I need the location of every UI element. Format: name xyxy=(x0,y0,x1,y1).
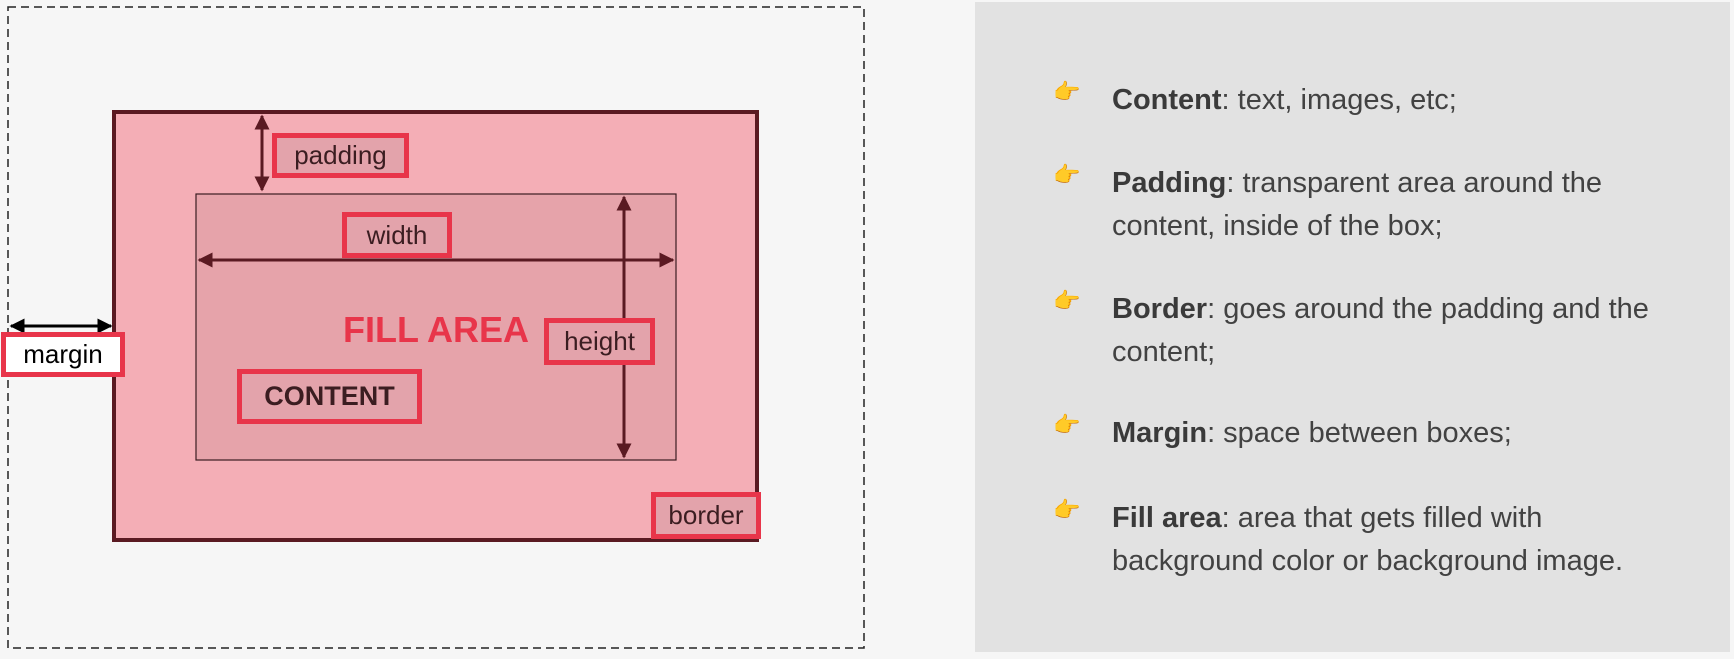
pointing-hand-icon: 👉 xyxy=(1053,413,1081,438)
width-label: width xyxy=(342,212,452,258)
border-label: border xyxy=(651,492,761,539)
definition-description: : space between boxes; xyxy=(1207,417,1512,449)
pointing-hand-icon: 👉 xyxy=(1053,163,1081,188)
definition-description: : goes around the padding and the conten… xyxy=(1112,293,1649,368)
definition-text: Content: text, images, etc; xyxy=(1112,79,1692,122)
definition-text: Margin: space between boxes; xyxy=(1112,412,1692,455)
definition-term: Border xyxy=(1112,293,1208,325)
padding-label: padding xyxy=(272,133,409,178)
definition-text: Border: goes around the padding and the … xyxy=(1112,288,1692,374)
definition-term: Margin xyxy=(1112,417,1208,449)
margin-boundary xyxy=(7,6,865,649)
pointing-hand-icon: 👉 xyxy=(1053,289,1081,314)
definition-term: Padding xyxy=(1112,167,1227,199)
pointing-hand-icon: 👉 xyxy=(1053,498,1081,523)
box-model-diagram: FILL AREA xyxy=(7,6,865,649)
definition-term: Content xyxy=(1112,84,1222,116)
definitions-panel: 👉 Content: text, images, etc; 👉 Padding:… xyxy=(975,2,1730,652)
pointing-hand-icon: 👉 xyxy=(1053,80,1081,105)
definition-description: : area that gets filled with background … xyxy=(1112,502,1624,577)
definition-description: : transparent area around the content, i… xyxy=(1112,167,1603,242)
definition-term: Fill area xyxy=(1112,502,1222,534)
definition-text: Padding: transparent area around the con… xyxy=(1112,162,1692,248)
fill-area-text: FILL AREA xyxy=(343,309,529,350)
height-label: height xyxy=(544,318,655,365)
margin-label: margin xyxy=(1,332,125,377)
content-label: CONTENT xyxy=(237,369,422,424)
definition-text: Fill area: area that gets filled with ba… xyxy=(1112,497,1692,583)
definition-description: : text, images, etc; xyxy=(1221,84,1457,116)
